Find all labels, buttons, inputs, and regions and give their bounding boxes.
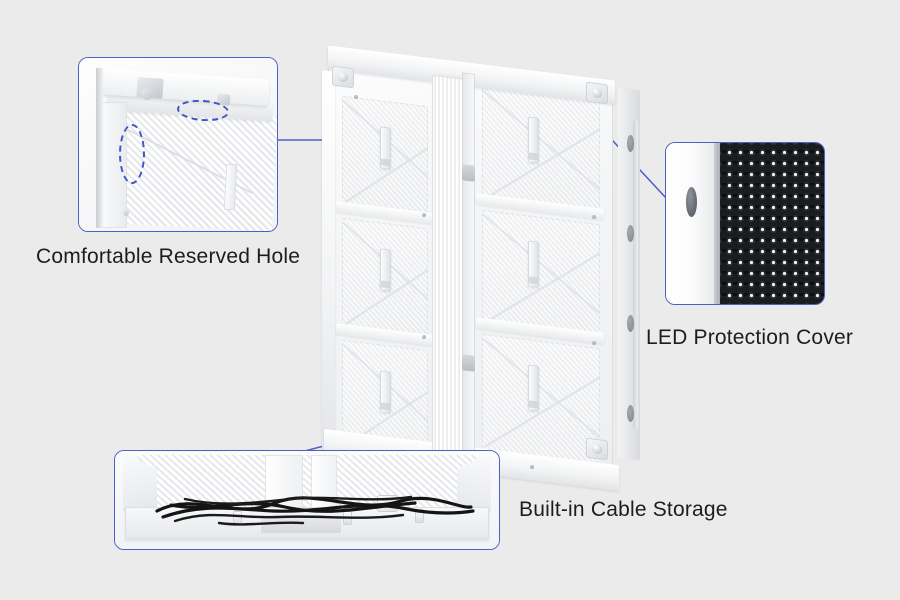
corner-lock: [586, 81, 608, 105]
hinge-hardware: [123, 210, 129, 216]
screw: [592, 215, 596, 219]
stored-cables: [155, 495, 475, 526]
side-vent-icon: [627, 135, 634, 152]
callout-reserved-hole: [78, 57, 278, 232]
cabinet-spine-edge: [462, 72, 475, 470]
hinge-hardware: [141, 88, 153, 100]
label-led-protection-cover: LED Protection Cover: [646, 326, 854, 349]
reserved-hole-annotation: [119, 124, 145, 184]
callout-led-protection-cover: [665, 142, 825, 305]
module-handle: [380, 126, 391, 170]
screw: [422, 213, 426, 217]
bezel-vent-icon: [686, 187, 697, 217]
module-handle: [380, 370, 391, 414]
spine-latch: [462, 164, 475, 182]
led-pixel-panel: [720, 143, 824, 304]
product-illustration-led-cabinet: [310, 45, 640, 492]
label-cable-storage: Built-in Cable Storage: [519, 498, 728, 521]
led-side-bezel: [666, 143, 714, 304]
side-vent-icon: [627, 315, 634, 332]
spine-latch: [462, 354, 475, 372]
cable-clip: [415, 509, 424, 523]
callout-cable-storage: [114, 450, 500, 550]
screw: [592, 341, 596, 345]
corner-lock: [332, 65, 354, 89]
label-reserved-hole: Comfortable Reserved Hole: [36, 245, 301, 268]
side-vent-icon: [627, 225, 634, 242]
module-handle: [528, 116, 539, 164]
bezel-seam: [714, 143, 720, 304]
screw: [354, 95, 358, 99]
cabinet-left-rail: [322, 70, 335, 464]
corner-lock: [586, 437, 608, 461]
module-handle: [380, 248, 391, 292]
cable-clip: [233, 511, 242, 525]
side-vent-icon: [627, 405, 634, 422]
module-handle: [528, 364, 539, 412]
module-handle: [528, 240, 539, 288]
screw: [530, 465, 534, 469]
screw: [422, 335, 426, 339]
panel-module: [482, 333, 600, 465]
